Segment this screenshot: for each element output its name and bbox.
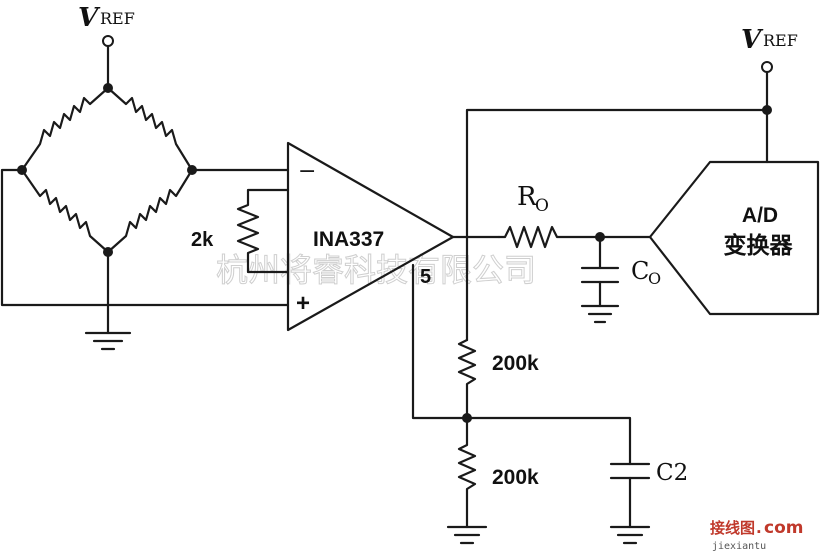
reference-bus-wire (465, 108, 769, 342)
amp-minus-sign: − (298, 159, 316, 184)
amp-plus-sign: + (296, 290, 310, 317)
logo-com: com (764, 518, 803, 538)
c2-label: C2 (656, 460, 688, 486)
ad-converter (648, 160, 820, 316)
logo-url: jiexiantu (712, 541, 766, 551)
bridge-resistor-top-right (106, 86, 194, 172)
junction-dot (103, 83, 113, 93)
ground-symbol (446, 525, 488, 545)
resistor-200k-lower (457, 416, 477, 529)
ro-label: R O (517, 182, 549, 216)
svg-text:REF: REF (763, 31, 798, 50)
resistor-200k-upper-label: 200k (492, 352, 539, 375)
capacitor-co (580, 235, 620, 308)
vref-right-terminal (761, 61, 773, 73)
bridge-resistor-bottom-left (20, 168, 110, 254)
svg-text:O: O (535, 196, 549, 216)
gain-resistor (236, 188, 290, 274)
svg-text:REF: REF (100, 9, 135, 28)
bridge-resistor-bottom-right (106, 168, 194, 254)
amp-pin5-label: 5 (420, 266, 431, 288)
vref-right-label: V REF (741, 25, 798, 55)
co-label: C O (631, 257, 661, 288)
ground-symbol (580, 304, 620, 324)
svg-text:V: V (741, 25, 764, 55)
logo-dot: . (756, 519, 762, 537)
svg-text:O: O (648, 269, 661, 288)
capacitor-c2 (609, 462, 651, 529)
site-logo: 接线图 . com jiexiantu (710, 518, 803, 551)
resistor-ro (497, 225, 652, 249)
resistor-200k-upper (457, 338, 477, 420)
watermark: 杭州将睿科技有限公司 (216, 251, 536, 289)
vref-left-label: V REF (78, 3, 135, 33)
svg-text:V: V (78, 3, 101, 33)
wire-to-plus (0, 168, 290, 307)
svg-text:C: C (631, 257, 649, 285)
ina337-amplifier (286, 141, 455, 332)
amp-name: INA337 (313, 228, 384, 251)
vref-left-terminal (102, 35, 114, 47)
svg-text:R: R (517, 182, 538, 212)
bridge-resistor-top-left (20, 86, 110, 172)
resistor-200k-lower-label: 200k (492, 466, 539, 489)
ground-symbol (84, 331, 132, 351)
gain-resistor-label: 2k (191, 229, 214, 251)
adc-label-line2: 变换器 (724, 232, 794, 259)
c2-wire (465, 416, 632, 466)
ground-symbol (609, 525, 651, 545)
logo-cn: 接线图 (710, 519, 755, 537)
adc-label-line1: A/D (742, 204, 778, 227)
bridge (17, 83, 197, 257)
pin5-wire (411, 263, 469, 420)
